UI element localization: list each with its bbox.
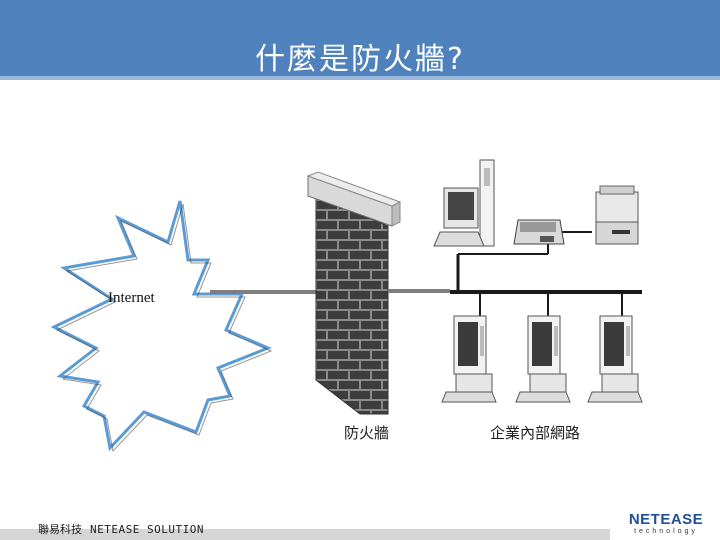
printer	[595, 185, 639, 245]
footer-company-zh: 聯易科技	[38, 523, 82, 536]
firewall-diagram: Internet	[50, 159, 643, 453]
title-banner	[0, 0, 720, 78]
workstation-1	[441, 315, 497, 403]
logo-name: NETEASE	[628, 511, 704, 528]
internet-cloud	[50, 200, 273, 453]
logo-tagline: technology	[634, 528, 698, 535]
slide-title: 什麼是防火牆?	[255, 42, 465, 77]
workstation-3	[587, 315, 643, 403]
footer-company-en: NETEASE SOLUTION	[90, 523, 204, 536]
internet-label: Internet	[108, 290, 155, 306]
firewall-wall	[306, 171, 402, 415]
server-computer	[433, 159, 495, 247]
footer-bar	[0, 529, 610, 540]
title-banner-underline	[0, 76, 720, 80]
firewall-label: 防火牆	[344, 424, 389, 442]
workstation-2	[515, 315, 571, 403]
footer-company: 聯易科技 NETEASE SOLUTION	[38, 521, 204, 537]
network-label: 企業內部網路	[490, 424, 580, 442]
netease-logo: NETEASE technology	[622, 512, 710, 536]
router-device	[513, 219, 565, 245]
